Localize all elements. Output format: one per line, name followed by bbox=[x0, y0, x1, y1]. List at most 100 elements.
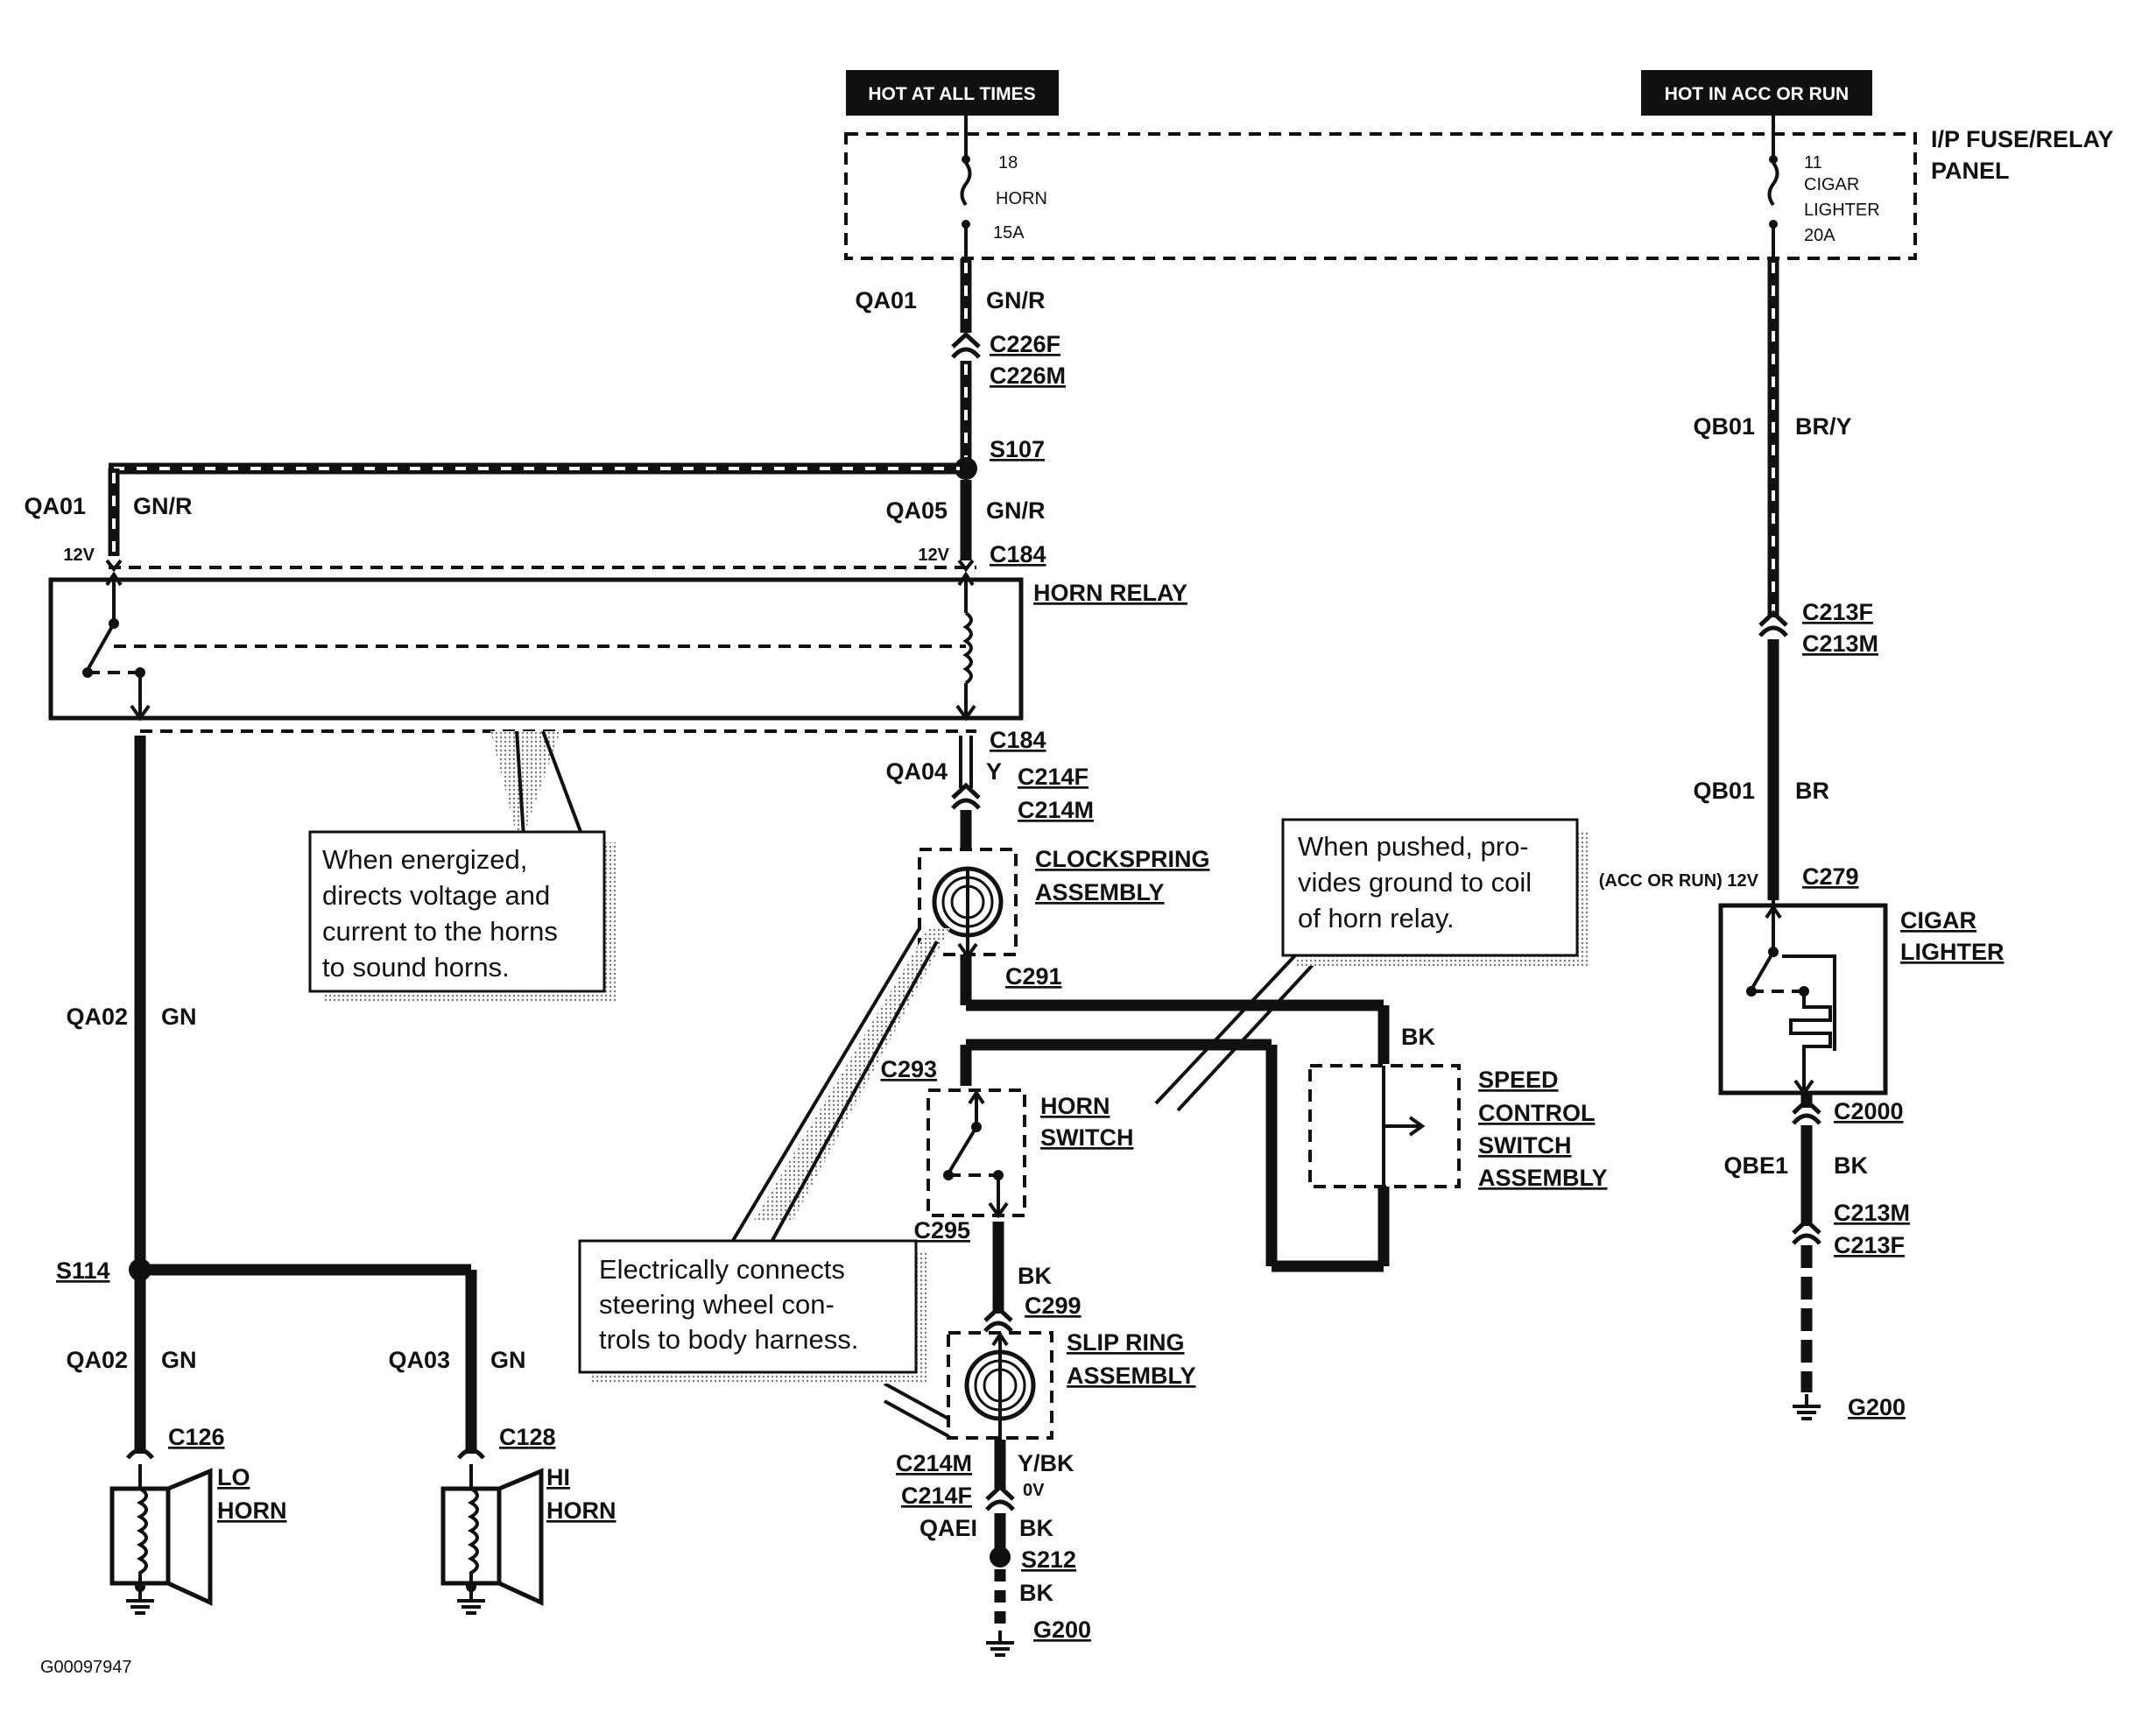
label-qa01-left-color: GN/R bbox=[133, 493, 193, 519]
horn-relay-label: HORN RELAY bbox=[1033, 580, 1187, 606]
label-qa04-color: Y bbox=[986, 758, 1002, 785]
label-qa04: QA04 bbox=[885, 758, 948, 785]
horn-switch-note-line-3: of horn relay. bbox=[1298, 903, 1455, 933]
fuse-horn: 18 HORN 15A bbox=[960, 116, 1047, 258]
fuse-horn-number: 18 bbox=[998, 153, 1018, 173]
label-qa02: QA02 bbox=[66, 1004, 128, 1030]
horn-switch-note-line-1: When pushed, pro- bbox=[1298, 831, 1529, 862]
header-hot-acc-run: HOT IN ACC OR RUN bbox=[1641, 70, 1872, 116]
fuse-panel-title-1: I/P FUSE/RELAY bbox=[1931, 126, 2114, 152]
label-s212: S212 bbox=[1021, 1546, 1076, 1573]
label-qaei: QAEI bbox=[919, 1515, 977, 1541]
label-bk-c299: BK bbox=[1018, 1263, 1052, 1289]
label-qa03: QA03 bbox=[388, 1347, 450, 1373]
label-bk-g200: BK bbox=[1019, 1580, 1053, 1606]
figure-id: G00097947 bbox=[40, 1658, 132, 1677]
hi-horn bbox=[440, 1448, 544, 1615]
label-qa02-lower: QA02 bbox=[66, 1347, 128, 1373]
clockspring-note-line-2: steering wheel con- bbox=[599, 1289, 835, 1320]
label-qa05: QA05 bbox=[885, 497, 948, 524]
relay-note-line-1: When energized, bbox=[322, 844, 527, 875]
horn-switch-note-line-2: vides ground to coil bbox=[1298, 867, 1532, 898]
label-c213f-bottom: C213F bbox=[1834, 1232, 1905, 1258]
hi-horn-label-2: HORN bbox=[546, 1497, 617, 1524]
fuse-panel-title-2: PANEL bbox=[1931, 158, 2010, 184]
label-0v: 0V bbox=[1023, 1481, 1045, 1500]
speed-control-label-3: SWITCH bbox=[1478, 1132, 1571, 1159]
label-g200-center: G200 bbox=[1033, 1617, 1091, 1643]
label-bk-speed: BK bbox=[1401, 1024, 1435, 1050]
label-qa05-color: GN/R bbox=[986, 497, 1046, 524]
connector-c214-b bbox=[987, 1487, 1013, 1510]
label-c214m: C214M bbox=[1018, 797, 1094, 823]
fuse-horn-name: HORN bbox=[996, 189, 1047, 208]
clockspring-note-line-3: trols to body harness. bbox=[599, 1324, 858, 1355]
relay-note-line-4: to sound horns. bbox=[322, 952, 510, 983]
label-c213m: C213M bbox=[1802, 631, 1878, 657]
speed-control-label-1: SPEED bbox=[1478, 1067, 1559, 1093]
lo-horn-label-1: LO bbox=[217, 1464, 250, 1490]
label-c126: C126 bbox=[168, 1424, 225, 1450]
label-c184-bottom: C184 bbox=[990, 727, 1046, 753]
slip-ring-label-2: ASSEMBLY bbox=[1067, 1363, 1196, 1389]
header-hot-always: HOT AT ALL TIMES bbox=[846, 70, 1059, 116]
slip-ring-assembly bbox=[947, 1331, 1053, 1440]
header-hot-acc-run-label: HOT IN ACC OR RUN bbox=[1665, 84, 1849, 104]
label-qbe1-color: BK bbox=[1834, 1152, 1868, 1179]
label-s107: S107 bbox=[990, 436, 1045, 462]
wire-c291-speed-control bbox=[960, 955, 1390, 1272]
label-g200-right: G200 bbox=[1848, 1394, 1906, 1420]
clockspring-note-line-1: Electrically connects bbox=[599, 1254, 845, 1285]
label-c213f: C213F bbox=[1802, 599, 1873, 625]
label-acc-run-12v: (ACC OR RUN) 12V bbox=[1599, 871, 1759, 891]
clockspring-note-box bbox=[578, 1239, 918, 1374]
cigar-lighter bbox=[1718, 900, 1888, 1096]
label-qb01-color: BR/Y bbox=[1795, 413, 1852, 440]
label-c299: C299 bbox=[1025, 1293, 1082, 1319]
horn-switch-note-box bbox=[1281, 818, 1579, 957]
horn-relay-switch bbox=[82, 571, 151, 722]
label-s114: S114 bbox=[56, 1257, 110, 1284]
label-c291: C291 bbox=[1005, 963, 1062, 990]
label-c226m: C226M bbox=[990, 363, 1066, 389]
label-qa01: QA01 bbox=[855, 287, 917, 313]
horn-switch bbox=[927, 1088, 1026, 1219]
label-12v-left: 12V bbox=[63, 546, 95, 565]
lo-horn-label-2: HORN bbox=[217, 1497, 287, 1524]
label-qb01: QB01 bbox=[1693, 413, 1755, 440]
relay-note-box bbox=[308, 830, 606, 993]
label-qa01-left: QA01 bbox=[24, 493, 86, 519]
label-c293: C293 bbox=[880, 1056, 937, 1082]
label-c214f: C214F bbox=[1018, 764, 1089, 790]
lo-horn bbox=[109, 1448, 213, 1615]
cigar-lighter-label-1: CIGAR bbox=[1900, 907, 1976, 933]
relay-note-line-2: directs voltage and bbox=[322, 880, 550, 911]
ground-g200-right bbox=[1791, 1392, 1822, 1420]
splice-s212 bbox=[990, 1546, 1011, 1567]
label-qaei-color: BK bbox=[1019, 1515, 1053, 1541]
label-c226f: C226F bbox=[990, 331, 1060, 357]
label-qa01-color: GN/R bbox=[986, 287, 1046, 313]
fuse-cigar-name-2: LIGHTER bbox=[1804, 201, 1880, 220]
label-c2000: C2000 bbox=[1834, 1098, 1904, 1124]
cigar-lighter-label-2: LIGHTER bbox=[1900, 939, 2005, 965]
label-qa03-color: GN bbox=[490, 1347, 526, 1373]
wire-qa01-horizontal bbox=[108, 462, 966, 556]
label-qb01-lower: QB01 bbox=[1693, 778, 1755, 804]
relay-note-line-3: current to the horns bbox=[322, 916, 558, 947]
horn-relay-box bbox=[48, 577, 1024, 721]
label-c295: C295 bbox=[913, 1217, 970, 1243]
speed-control-label-4: ASSEMBLY bbox=[1478, 1165, 1608, 1191]
label-qb01-lower-color: BR bbox=[1795, 778, 1829, 804]
connector-c214 bbox=[953, 785, 979, 808]
speed-control-label-2: CONTROL bbox=[1478, 1100, 1595, 1126]
clockspring-label-2: ASSEMBLY bbox=[1035, 879, 1165, 905]
clockspring-label-1: CLOCKSPRING bbox=[1035, 846, 1210, 872]
label-qbe1: QBE1 bbox=[1723, 1152, 1788, 1179]
fuse-horn-amps: 15A bbox=[993, 223, 1025, 243]
label-qa02-color: GN bbox=[161, 1004, 197, 1030]
horn-switch-label-1: HORN bbox=[1040, 1093, 1110, 1119]
speed-control-switch-assembly bbox=[1308, 1064, 1461, 1188]
wire-qa04 bbox=[959, 736, 973, 788]
